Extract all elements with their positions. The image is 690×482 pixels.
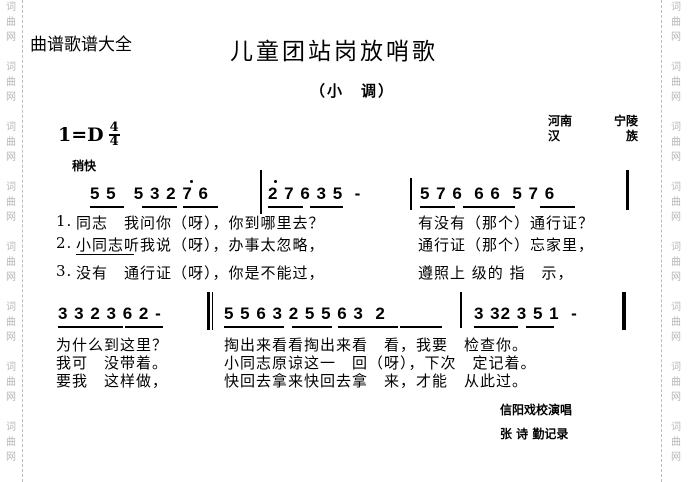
- beam: [526, 326, 554, 328]
- repeat-end-barline: [622, 292, 626, 330]
- watermark-glyph-group: 词曲网: [671, 122, 681, 163]
- watermark-glyph-group: 词曲网: [671, 362, 681, 403]
- beam: [125, 326, 163, 328]
- notes-line2-measure1: 3 3 2 3 6 2 -: [58, 304, 162, 323]
- lyric-verse1-a: 同志 我问你（呀），你到哪里去？: [76, 214, 325, 232]
- lyric-verse2-a: 小同志听我说（呀），办事太忽略，: [76, 236, 325, 254]
- credits: 信阳戏校演唱 张 诗 勤记录: [500, 398, 572, 446]
- beam: [268, 206, 303, 208]
- song-title: 儿童团站岗放哨歌: [230, 39, 438, 65]
- beam: [420, 206, 455, 208]
- watermark-glyph-group: 词曲网: [671, 62, 681, 103]
- beam: [292, 326, 332, 328]
- lyric-verse3-c: 要我 这样做，: [56, 372, 169, 390]
- lyric-verse1-b: 有没有（那个）通行证？: [418, 214, 595, 232]
- octave-dot: [274, 180, 277, 183]
- watermark-glyph-group: 词曲网: [671, 302, 681, 343]
- watermark-glyph-group: 词曲网: [671, 242, 681, 283]
- octave-dot: [190, 180, 193, 183]
- notes-line1-measure2: 2 7 6 3 5 -: [268, 184, 362, 203]
- notes-line2-measure2: 5 5 6 3 2 5 5 6 3 2: [224, 304, 386, 323]
- time-top: 4: [108, 120, 120, 136]
- watermark-glyph-group: 词曲网: [671, 2, 681, 43]
- lyric-verse1-d: 掏出来看看掏出来看 看，我要 检查你。: [224, 336, 529, 354]
- watermark-glyph-group: 词曲网: [6, 362, 16, 403]
- barline: [460, 292, 462, 328]
- beam: [142, 206, 177, 208]
- recorder-credit: 张 诗 勤记录: [500, 427, 569, 441]
- barline: [260, 170, 262, 214]
- barline: [626, 170, 629, 210]
- origin-province: 河南: [548, 114, 573, 128]
- watermark-glyph-group: 词曲网: [671, 422, 681, 463]
- origin-ethnic-1: 汉: [548, 129, 561, 143]
- beam: [183, 206, 218, 208]
- lyric-verse3-a: 没有 通行证（呀），你是不能过，: [76, 264, 325, 282]
- notes-line1-measure3: 5 7 6 6 6 5 7 6: [420, 184, 556, 203]
- lyric-verse3-b: 遵照上 级的 指 示，: [418, 264, 574, 282]
- watermark-glyph-group: 词曲网: [6, 62, 16, 103]
- watermark-left: 词曲网词曲网词曲网词曲网词曲网词曲网词曲网词曲网: [0, 0, 23, 482]
- lyric-verse-number: 1.: [56, 212, 73, 230]
- barline: [410, 178, 412, 210]
- beam: [400, 326, 442, 328]
- performer-credit: 信阳戏校演唱: [500, 403, 573, 417]
- beam: [58, 326, 123, 328]
- watermark-glyph-group: 词曲网: [6, 422, 16, 463]
- key: 1=D: [58, 124, 104, 146]
- watermark-right: 词曲网词曲网词曲网词曲网词曲网词曲网词曲网词曲网: [661, 0, 690, 482]
- song-subtitle: （小 调）: [310, 82, 396, 100]
- beam: [224, 326, 284, 328]
- beam: [474, 326, 518, 328]
- watermark-glyph-group: 词曲网: [671, 182, 681, 223]
- site-name: 曲谱歌谱大全: [30, 35, 132, 55]
- notes-line1-measure1: 5 5 5 3 2 7 6: [90, 184, 209, 203]
- time-signature: 4 4: [108, 120, 120, 149]
- lyric-verse2-d: 小同志原谅这一 回（呀），下次 定记着。: [224, 354, 537, 372]
- origin-county: 宁陵: [613, 114, 638, 128]
- watermark-glyph-group: 词曲网: [6, 242, 16, 283]
- repeat-barline: [212, 292, 213, 330]
- beam: [463, 206, 515, 208]
- beam: [90, 206, 124, 208]
- lyric-verse-number: 2.: [56, 234, 73, 252]
- lyric-verse1-c: 为什么到这里？: [56, 336, 169, 354]
- beam: [310, 206, 343, 208]
- lyric-underline: [76, 254, 134, 255]
- tempo-marking: 稍快: [72, 159, 97, 173]
- lyric-verse2-b: 通行证（那个）忘家里，: [418, 236, 595, 254]
- watermark-glyph-group: 词曲网: [6, 182, 16, 223]
- watermark-glyph-group: 词曲网: [6, 122, 16, 163]
- key-signature: 1=D 4 4: [58, 120, 120, 149]
- lyric-verse3-d: 快回去拿来快回去拿 来，才能 从此过。: [224, 372, 529, 390]
- time-bottom: 4: [109, 134, 119, 149]
- origin-ethnic-2: 族: [625, 129, 638, 143]
- beam: [338, 326, 398, 328]
- beam: [540, 206, 575, 208]
- notes-line2-measure3: 3 32 3 5 1 -: [474, 304, 578, 323]
- watermark-glyph-group: 词曲网: [6, 302, 16, 343]
- lyric-verse2-c: 我可 没带着。: [56, 354, 169, 372]
- repeat-barline: [207, 292, 210, 330]
- watermark-glyph-group: 词曲网: [6, 2, 16, 43]
- song-origin: 河南 宁陵 汉 族: [548, 114, 638, 144]
- lyric-verse-number: 3.: [56, 262, 73, 280]
